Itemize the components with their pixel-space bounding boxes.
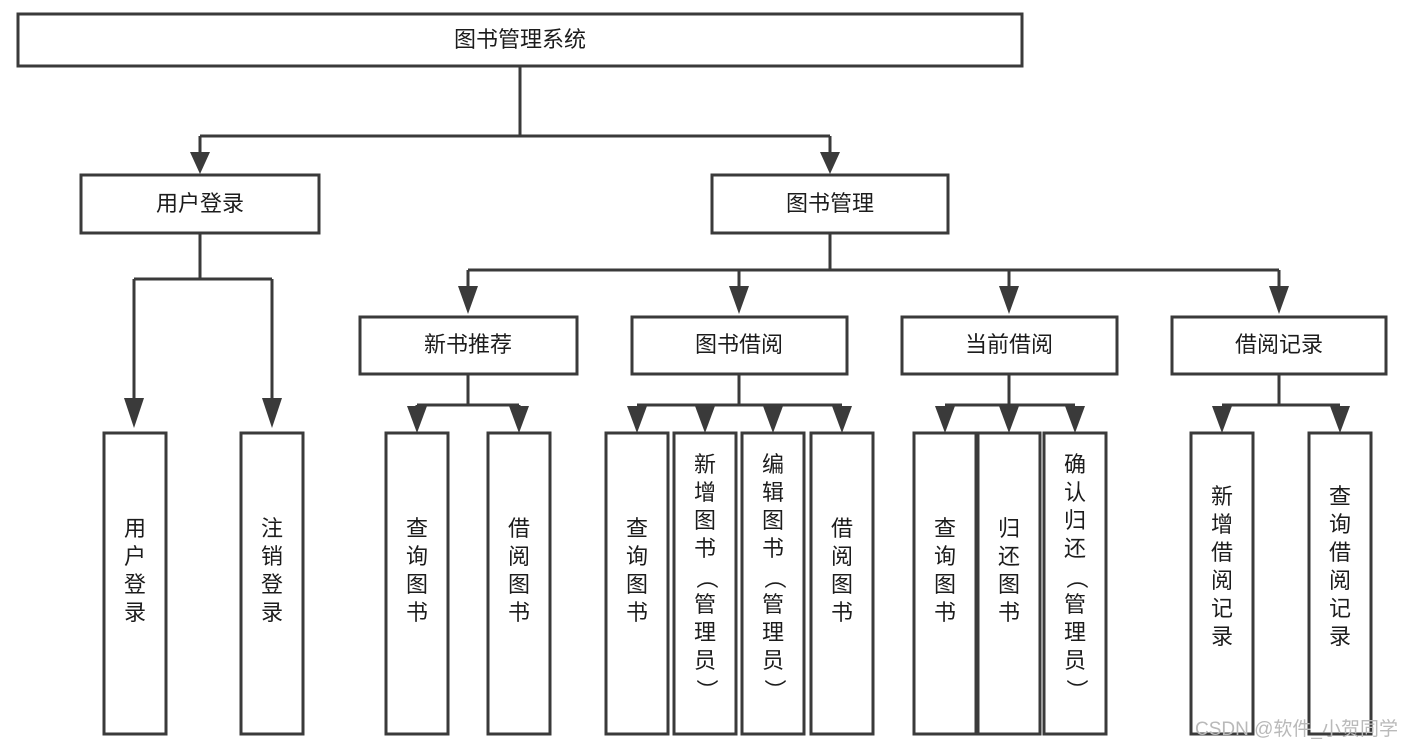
svg-text:）: ） [762, 679, 787, 701]
leaf-borrow-book-1[interactable]: 借阅图书 [486, 431, 552, 736]
leaf-add-record-label: 新增借阅记录 [1211, 484, 1233, 649]
leaf-query-record-box[interactable] [1307, 431, 1373, 736]
leaf-borrow-book-2[interactable]: 借阅图书 [809, 431, 875, 736]
arrow-bm-borrow-record [1269, 286, 1289, 314]
arrow-bb-leaf-3 [763, 406, 783, 433]
svg-text:）: ） [1064, 679, 1089, 701]
arrow-br-leaf-2 [1330, 406, 1350, 433]
arrow-user-login-leaf-2 [262, 398, 282, 428]
leaf-add-book-label: 新增图书管理员 [694, 452, 716, 673]
arrow-cb-leaf-1 [935, 406, 955, 433]
leaf-confirm-return[interactable]: 确认归还管理员 （ ） [1042, 431, 1108, 736]
leaf-query-book-3-label: 查询图书 [934, 516, 956, 625]
leaf-query-book-3[interactable]: 查询图书 [912, 431, 978, 736]
leaf-query-record[interactable]: 查询借阅记录 [1307, 431, 1373, 736]
leaf-user-logout-label: 注销登录 [261, 516, 283, 625]
arrow-bm-current-borrow [999, 286, 1019, 314]
leaf-return-book-label: 归还图书 [998, 516, 1020, 625]
csdn-watermark: CSDN @软件_小贺同学 [1195, 718, 1398, 740]
leaf-edit-book[interactable]: 编辑图书管理员 （ ） [740, 431, 806, 736]
leaf-edit-book-box[interactable] [740, 431, 806, 736]
svg-text:（: （ [762, 567, 787, 589]
arrow-nbr-leaf-1 [407, 406, 427, 433]
leaf-user-login[interactable]: 用户登录 [102, 431, 168, 736]
leaf-query-book-2-label: 查询图书 [626, 516, 648, 625]
node-root-label: 图书管理系统 [454, 27, 586, 52]
arrow-bb-leaf-4 [832, 406, 852, 433]
leaf-borrow-book-2-box[interactable] [809, 431, 875, 736]
node-user-login-label: 用户登录 [156, 191, 244, 216]
node-book-borrow-label: 图书借阅 [695, 332, 783, 357]
leaf-user-login-box[interactable] [102, 431, 168, 736]
leaf-return-book[interactable]: 归还图书 [976, 431, 1042, 736]
node-book-manage-label: 图书管理 [786, 191, 874, 216]
node-new-book-recommend[interactable]: 新书推荐 [358, 315, 579, 376]
svg-text:（: （ [694, 567, 719, 589]
node-new-book-recommend-box[interactable] [358, 315, 579, 376]
arrow-cb-leaf-2 [999, 406, 1019, 433]
svg-text:（: （ [1064, 567, 1089, 589]
node-root-box[interactable] [16, 12, 1024, 68]
node-current-borrow-label: 当前借阅 [965, 332, 1053, 357]
node-user-login-box[interactable] [79, 173, 321, 235]
node-borrow-record-label: 借阅记录 [1235, 332, 1323, 357]
node-borrow-record[interactable]: 借阅记录 [1170, 315, 1388, 376]
node-book-manage[interactable]: 图书管理 [710, 173, 950, 235]
arrow-br-leaf-1 [1212, 406, 1232, 433]
leaf-query-book-1-label: 查询图书 [406, 516, 428, 625]
leaf-edit-book-label: 编辑图书管理员 [762, 452, 784, 673]
leaf-return-book-box[interactable] [976, 431, 1042, 736]
leaf-borrow-book-2-label: 借阅图书 [831, 516, 853, 625]
node-new-book-recommend-label: 新书推荐 [424, 332, 512, 357]
node-current-borrow-box[interactable] [900, 315, 1119, 376]
node-borrow-record-box[interactable] [1170, 315, 1388, 376]
node-user-login[interactable]: 用户登录 [79, 173, 321, 235]
leaf-borrow-book-1-box[interactable] [486, 431, 552, 736]
arrow-bm-book-borrow [729, 286, 749, 314]
leaf-query-book-1[interactable]: 查询图书 [384, 431, 450, 736]
leaf-query-book-1-box[interactable] [384, 431, 450, 736]
leaf-query-book-2[interactable]: 查询图书 [604, 431, 670, 736]
leaf-confirm-return-box[interactable] [1042, 431, 1108, 736]
leaf-borrow-book-1-label: 借阅图书 [508, 516, 530, 625]
leaf-add-book-box[interactable] [672, 431, 738, 736]
node-book-manage-box[interactable] [710, 173, 950, 235]
arrow-bb-leaf-1 [627, 406, 647, 433]
arrow-nbr-leaf-2 [509, 406, 529, 433]
leaf-add-book[interactable]: 新增图书管理员 （ ） [672, 431, 738, 736]
leaf-user-logout[interactable]: 注销登录 [239, 431, 305, 736]
node-book-borrow-box[interactable] [630, 315, 849, 376]
leaf-confirm-return-label: 确认归还管理员 [1064, 452, 1086, 673]
arrow-bb-leaf-2 [695, 406, 715, 433]
node-current-borrow[interactable]: 当前借阅 [900, 315, 1119, 376]
arrow-root-to-book-manage [820, 152, 840, 174]
leaf-query-record-label: 查询借阅记录 [1329, 484, 1351, 649]
node-root[interactable]: 图书管理系统 [16, 12, 1024, 68]
leaf-user-login-label: 用户登录 [124, 516, 146, 625]
node-book-borrow[interactable]: 图书借阅 [630, 315, 849, 376]
connector-layer [124, 66, 1350, 433]
leaf-add-record-box[interactable] [1189, 431, 1255, 736]
arrow-bm-new-book [458, 286, 478, 314]
leaf-query-book-3-box[interactable] [912, 431, 978, 736]
svg-text:）: ） [694, 679, 719, 701]
arrow-user-login-leaf-1 [124, 398, 144, 428]
leaf-add-record[interactable]: 新增借阅记录 [1189, 431, 1255, 736]
leaf-user-logout-box[interactable] [239, 431, 305, 736]
arrow-root-to-user-login [190, 152, 210, 174]
arrow-cb-leaf-3 [1065, 406, 1085, 433]
leaf-query-book-2-box[interactable] [604, 431, 670, 736]
